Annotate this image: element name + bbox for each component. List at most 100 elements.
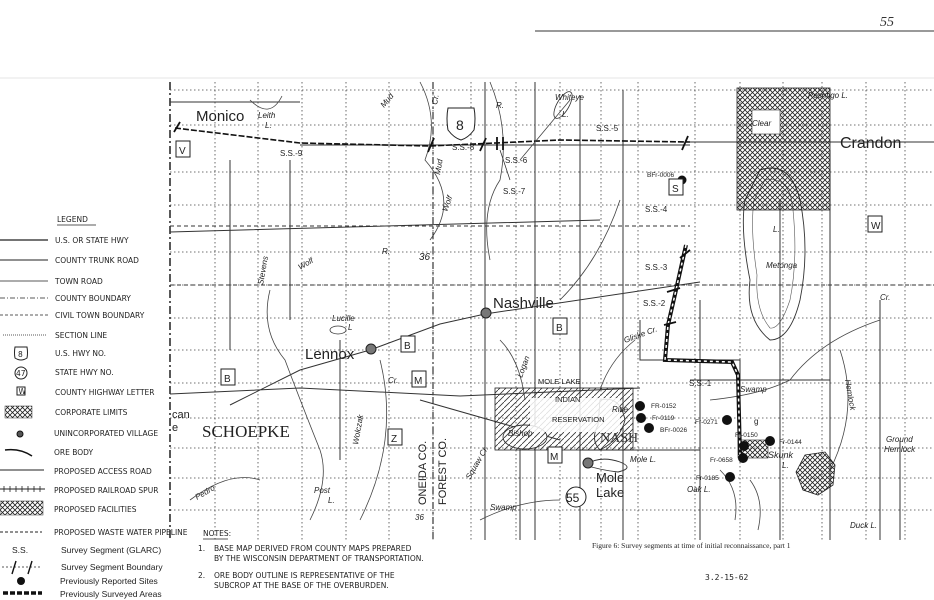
svg-text:L.: L. (773, 225, 780, 234)
svg-text:S.S.-7: S.S.-7 (503, 187, 526, 196)
county-letter-box-icon (16, 386, 26, 396)
svg-text:L.: L. (265, 121, 272, 130)
svg-text:Leith: Leith (258, 111, 276, 120)
legend: LEGEND 8 47 W S.S. U.S. OR STATE HWY COU… (0, 215, 188, 599)
svg-text:Post: Post (314, 486, 331, 495)
ore-body-icon (4, 448, 33, 457)
civil-town-boundary (170, 225, 934, 286)
svg-text:Gliske Cr.: Gliske Cr. (623, 325, 659, 345)
svg-text:Bishop: Bishop (508, 429, 533, 438)
site-dot-fr0185 (725, 472, 735, 482)
svg-text:L.: L. (782, 461, 789, 470)
svg-text:Wolf: Wolf (297, 256, 316, 272)
document-number: 3.2-15-62 (705, 573, 749, 582)
svg-text:Squaw Cr.: Squaw Cr. (464, 444, 490, 481)
svg-text:Mud: Mud (433, 158, 445, 175)
town-labels: Monico Crandon Nashville Lennox SCHOEPKE… (172, 108, 901, 500)
svg-text:Fr-0185: Fr-0185 (696, 475, 719, 482)
survey-segment-labels: S.S.-9 S.S.-8 S.S.-6 S.S.-7 S.S.-5 S.S.-… (280, 124, 712, 388)
svg-text:Previously Surveyed Areas: Previously Surveyed Areas (60, 589, 162, 599)
survey-segment-boundaries (173, 121, 691, 326)
state-hwy-55-shield: 55 (565, 486, 587, 508)
svg-text:Whiteye: Whiteye (555, 93, 584, 102)
svg-text:S.S.-2: S.S.-2 (643, 299, 666, 308)
svg-text:V: V (179, 146, 186, 157)
svg-text:Hemlock: Hemlock (843, 379, 857, 412)
leader-ss7 (499, 149, 511, 181)
svg-text:M: M (550, 452, 558, 463)
oneida-county-label: ONEIDA CO. (417, 441, 429, 505)
svg-text:COUNTY BOUNDARY: COUNTY BOUNDARY (55, 294, 131, 303)
svg-text:S.S.-8: S.S.-8 (452, 143, 475, 152)
svg-text:Logan: Logan (515, 354, 531, 379)
svg-text:Ground: Ground (886, 435, 913, 444)
nashville-village-icon (480, 307, 492, 319)
svg-text:SECTION LINE: SECTION LINE (55, 331, 107, 340)
svg-text:8: 8 (456, 117, 464, 133)
site-labels: BFr-0006 FR-0152 Fr-0119 BFr-0026 Fr-027… (647, 172, 802, 482)
map-area: 8 55 V S W B B B M M Z g Monico Crandon … (169, 81, 934, 540)
svg-text:Survey Segment Boundary: Survey Segment Boundary (61, 562, 163, 572)
svg-text:Survey Segment (GLARC): Survey Segment (GLARC) (61, 545, 161, 555)
svg-text:47: 47 (16, 369, 26, 378)
svg-text:STATE HWY NO.: STATE HWY NO. (55, 368, 114, 377)
svg-text:Swamp: Swamp (490, 503, 517, 512)
svg-text:BFr-0006: BFr-0006 (647, 172, 674, 179)
site-dot-fr0150 (739, 441, 749, 451)
svg-text:S.S.-9: S.S.-9 (280, 149, 303, 158)
svg-text:Mud: Mud (379, 91, 396, 109)
svg-text:e: e (172, 422, 178, 434)
figure-caption: Figure 6: Survey segments at time of ini… (592, 541, 791, 550)
lucille-lake (329, 325, 347, 335)
svg-text:Wolf: Wolf (440, 194, 454, 213)
svg-text:W: W (871, 221, 881, 232)
legend-labels: U.S. OR STATE HWY COUNTY TRUNK ROAD TOWN… (54, 236, 188, 537)
svg-text:36: 36 (415, 513, 424, 522)
svg-text:PROPOSED ACCESS ROAD: PROPOSED ACCESS ROAD (54, 467, 152, 476)
svg-text:Fr-0658: Fr-0658 (710, 457, 733, 464)
svg-text:Pedro: Pedro (194, 483, 217, 502)
legend-extra-labels: Survey Segment (GLARC) Survey Segment Bo… (60, 545, 163, 599)
svg-text:2.: 2. (198, 571, 205, 580)
svg-text:L: L (348, 323, 352, 332)
town-crandon: Crandon (840, 135, 901, 152)
svg-text:MOLE LAKE: MOLE LAKE (538, 377, 581, 386)
svg-text:PROPOSED RAILROAD SPUR: PROPOSED RAILROAD SPUR (54, 486, 158, 495)
svg-text:M: M (414, 376, 422, 387)
svg-text:Rice: Rice (612, 405, 629, 414)
forest-county-label: FOREST CO. (437, 438, 449, 505)
svg-text:S.S.-5: S.S.-5 (596, 124, 619, 133)
svg-text:Fr-0271: Fr-0271 (695, 419, 718, 426)
town-schoepke: SCHOEPKE (202, 422, 290, 441)
svg-text:COUNTY TRUNK ROAD: COUNTY TRUNK ROAD (55, 256, 139, 265)
town-lennox: Lennox (305, 346, 355, 363)
svg-text:UNINCORPORATED VILLAGE: UNINCORPORATED VILLAGE (54, 429, 158, 438)
town-monico: Monico (196, 108, 244, 125)
svg-text:BASE MAP DERIVED FROM COUNTY M: BASE MAP DERIVED FROM COUNTY MAPS PREPAR… (214, 544, 412, 553)
svg-text:FR-0152: FR-0152 (651, 403, 677, 410)
legend-title: LEGEND (57, 215, 88, 224)
ore-body-contours (719, 469, 761, 531)
svg-text:Fr-0150: Fr-0150 (735, 432, 758, 439)
us-8-shield: 8 (446, 107, 476, 141)
svg-text:8: 8 (18, 350, 23, 359)
svg-text:can: can (172, 409, 190, 421)
site-dot-bfr0026 (644, 423, 654, 433)
corporate-limits-icon (4, 405, 33, 419)
mole-lake (583, 458, 628, 473)
svg-text:Mole: Mole (596, 470, 624, 485)
svg-text:COUNTY HIGHWAY LETTER: COUNTY HIGHWAY LETTER (55, 388, 155, 397)
svg-text:55: 55 (566, 491, 580, 505)
crandon-corporate-limits (736, 87, 831, 211)
svg-text:R.: R. (382, 247, 390, 256)
svg-text:ORE BODY: ORE BODY (54, 448, 94, 457)
svg-text:Wolczak: Wolczak (351, 413, 365, 445)
svg-text:Swamp: Swamp (740, 385, 767, 394)
svg-text:BY THE WISCONSIN DEPARTMENT OF: BY THE WISCONSIN DEPARTMENT OF TRANSPORT… (214, 554, 424, 563)
svg-text:S: S (672, 184, 679, 195)
svg-text:Cr.: Cr. (880, 293, 890, 302)
svg-text:PROPOSED WASTE WATER PIPELINE: PROPOSED WASTE WATER PIPELINE (54, 528, 188, 537)
svg-text:W: W (19, 387, 27, 396)
reported-site-icon (17, 577, 25, 585)
svg-text:Fr-0119: Fr-0119 (652, 415, 675, 422)
